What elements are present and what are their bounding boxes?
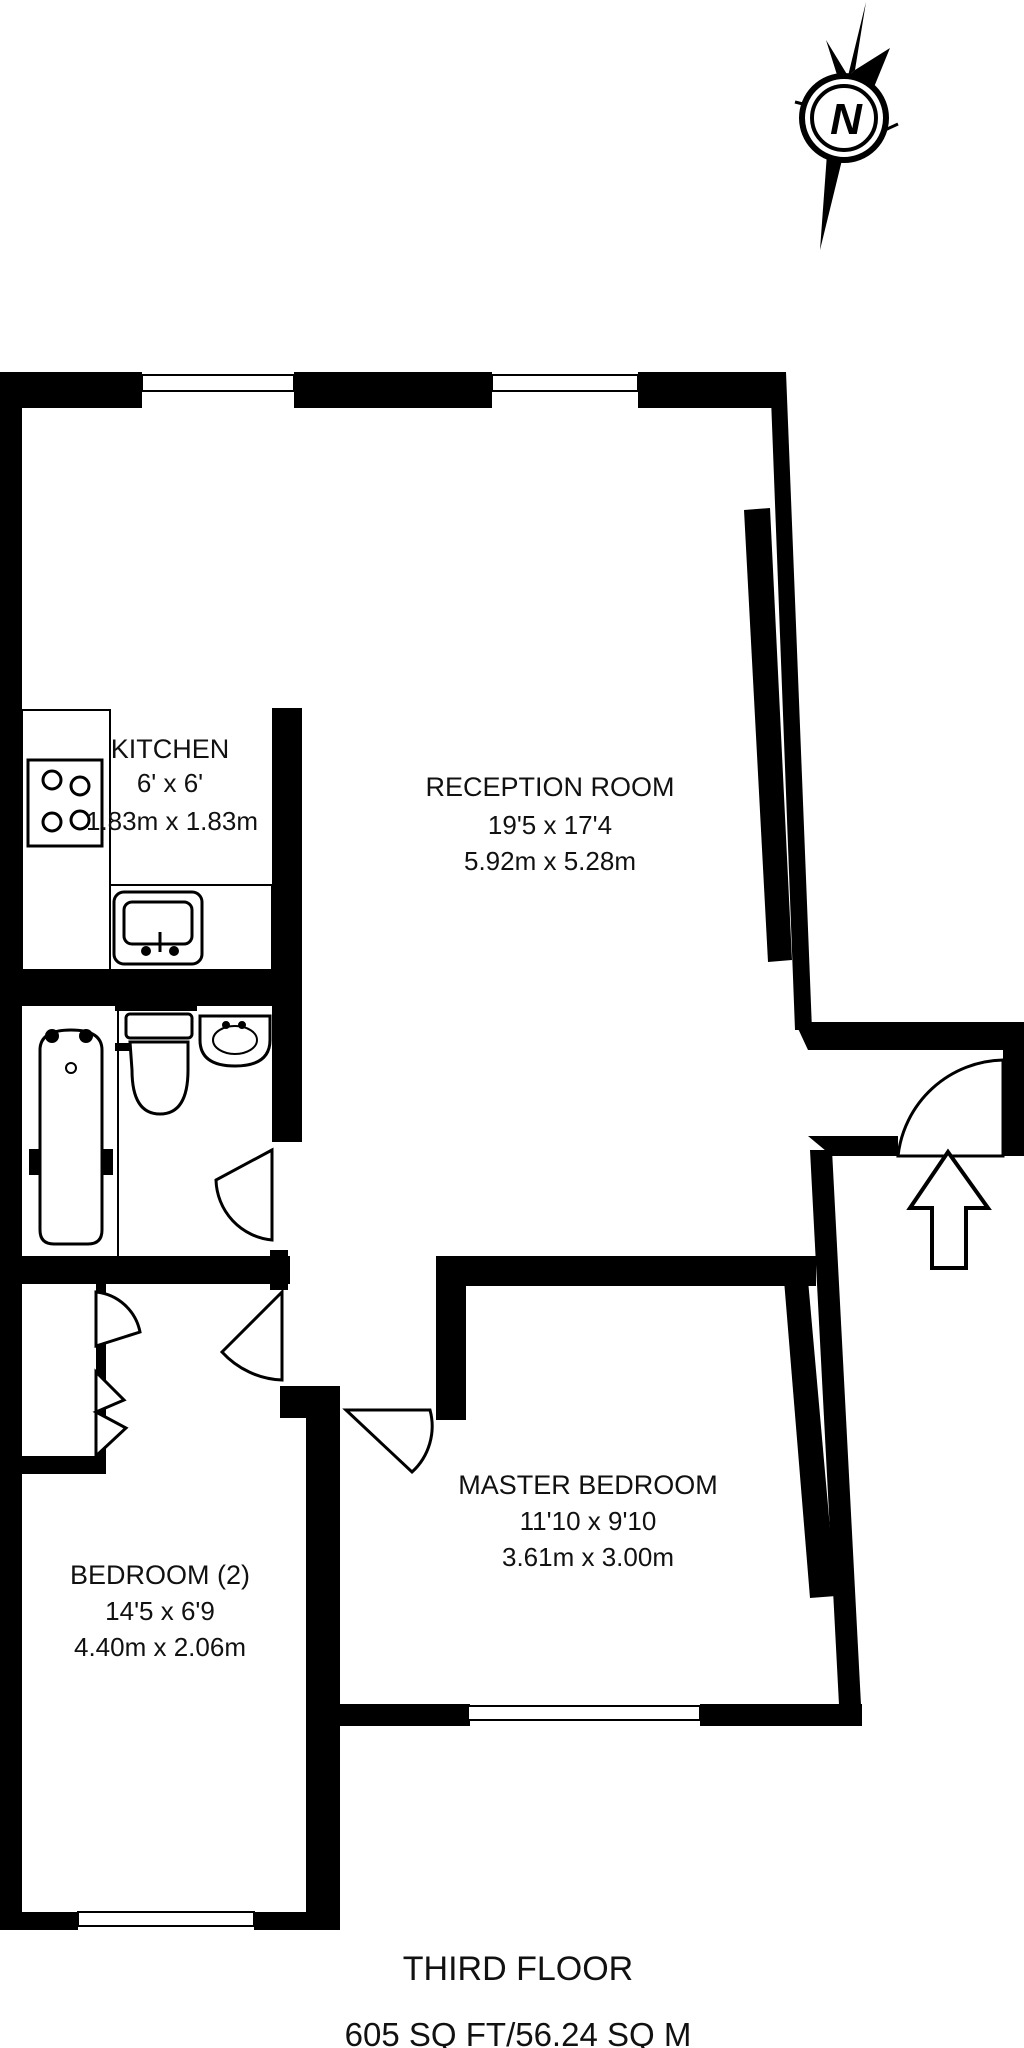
kitchen-metric: 1.83m x 1.83m <box>86 806 258 836</box>
bedroom2-label: BEDROOM (2) 14'5 x 6'9 4.40m x 2.06m <box>70 1560 250 1662</box>
reception-imperial: 19'5 x 17'4 <box>488 810 612 840</box>
kitchen-imperial: 6' x 6' <box>137 768 203 798</box>
bathroom-door <box>214 1147 274 1242</box>
reception-label: RECEPTION ROOM 19'5 x 17'4 5.92m x 5.28m <box>425 772 674 876</box>
bedroom2-imperial: 14'5 x 6'9 <box>105 1596 215 1626</box>
window-top-left <box>141 374 295 392</box>
kitchen-sink-icon <box>112 890 204 966</box>
toilet-icon <box>115 999 197 1116</box>
kitchen-name: KITCHEN <box>111 734 230 764</box>
window-master-bedroom <box>467 1705 701 1721</box>
windows <box>77 374 701 1927</box>
master-bedroom-metric: 3.61m x 3.00m <box>502 1542 674 1572</box>
master-bedroom-name: MASTER BEDROOM <box>458 1470 718 1500</box>
walls <box>0 372 1024 1930</box>
window-top-right <box>491 374 639 392</box>
bedroom2-door <box>219 1288 284 1382</box>
cupboard-door-lower <box>92 1368 129 1460</box>
floor-area: 605 SQ FT/56.24 SQ M <box>345 2016 692 2048</box>
bath-icon <box>29 1028 113 1246</box>
master-bedroom-door <box>342 1408 434 1475</box>
window-bedroom2 <box>77 1911 255 1927</box>
master-bedroom-imperial: 11'10 x 9'10 <box>520 1506 657 1536</box>
cupboard-door-upper <box>94 1290 142 1349</box>
doors <box>92 1058 1005 1475</box>
kitchen-fixtures <box>21 709 273 971</box>
reception-metric: 5.92m x 5.28m <box>464 846 636 876</box>
north-arrow-icon: N <box>794 2 899 250</box>
floor-name: THIRD FLOOR <box>403 1950 633 1988</box>
entrance-arrow-icon <box>906 1148 992 1270</box>
master-bedroom-label: MASTER BEDROOM 11'10 x 9'10 3.61m x 3.00… <box>458 1470 718 1572</box>
bedroom2-metric: 4.40m x 2.06m <box>74 1632 246 1662</box>
kitchen-label: KITCHEN 6' x 6' 1.83m x 1.83m <box>86 734 258 836</box>
compass-letter: N <box>830 95 863 144</box>
hob-icon <box>26 758 104 848</box>
entrance-door <box>896 1058 1005 1158</box>
bathroom-fixtures <box>29 999 272 1256</box>
bedroom2-name: BEDROOM (2) <box>70 1560 250 1590</box>
basin-icon <box>198 1014 272 1068</box>
reception-name: RECEPTION ROOM <box>425 772 674 802</box>
